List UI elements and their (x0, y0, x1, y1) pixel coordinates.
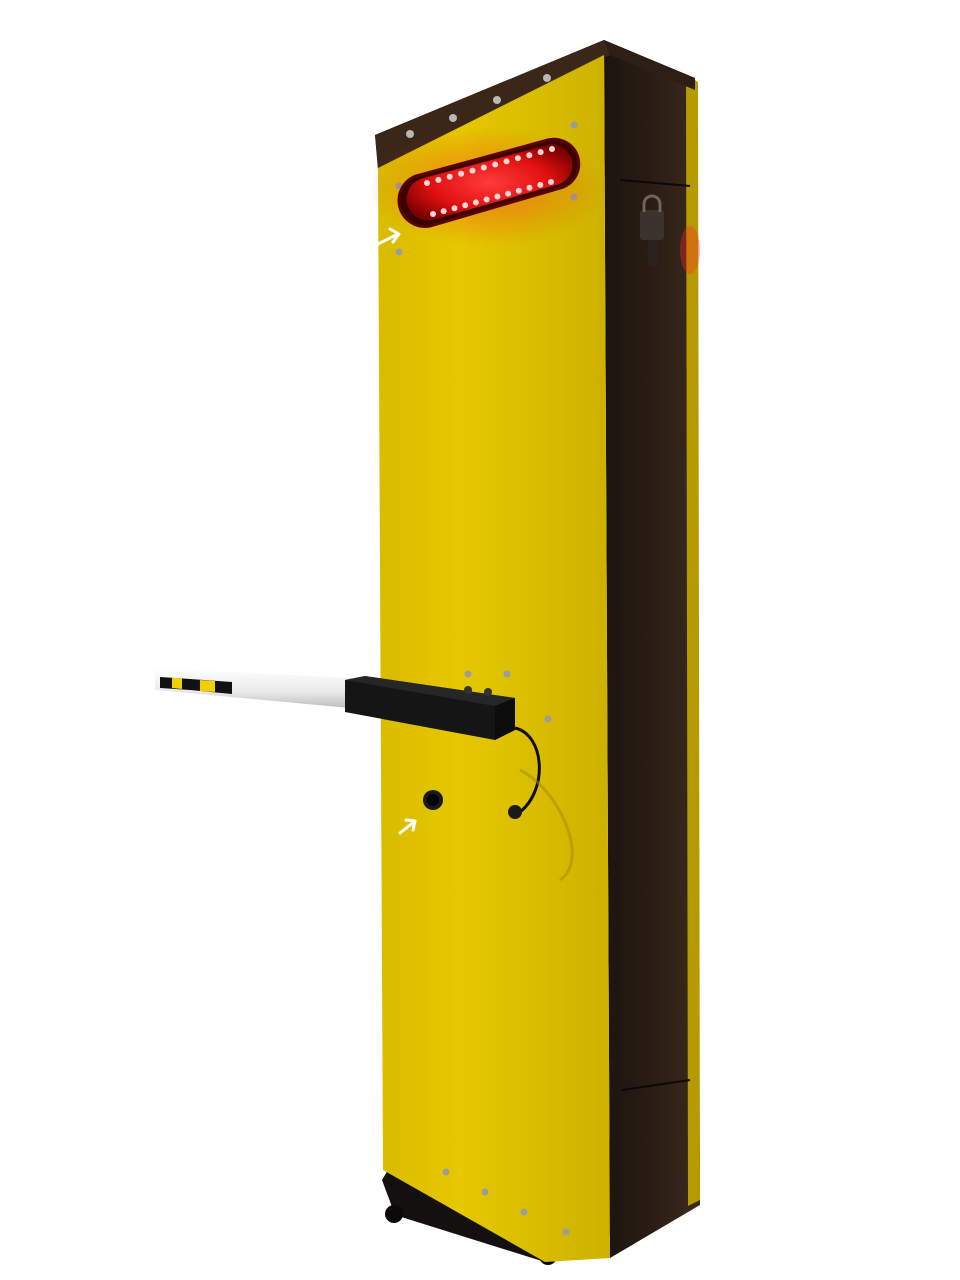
led-dot (472, 199, 479, 206)
padlock-icon (640, 194, 664, 266)
arrow-pointer-icon (376, 227, 401, 246)
cap-bolts (406, 74, 551, 138)
led-dot (537, 149, 544, 156)
caster-wheel-left (385, 1205, 403, 1223)
cabinet-rear-edge (686, 74, 700, 1206)
motor-housing (345, 676, 515, 740)
cabinet-side-panel (604, 40, 700, 1258)
led-dot (462, 202, 469, 209)
led-dot (505, 190, 512, 197)
side-door-seam (621, 1079, 691, 1091)
led-dot (549, 146, 555, 152)
led-dot (537, 181, 544, 188)
led-dot (492, 161, 499, 168)
boom-arm (155, 668, 350, 708)
led-dot (440, 208, 447, 215)
led-dot (480, 164, 487, 171)
led-signal-display (367, 127, 607, 247)
led-dot (446, 173, 453, 180)
led-dot (503, 158, 510, 165)
led-dot (458, 170, 465, 177)
led-dots (424, 146, 555, 217)
led-dot (469, 167, 476, 174)
led-dot (548, 179, 554, 185)
motor-cable (514, 726, 541, 814)
led-dot (424, 180, 430, 186)
led-dot (514, 155, 521, 162)
led-dot (451, 205, 458, 212)
led-dot (483, 196, 490, 203)
led-dot (494, 193, 501, 200)
led-dot (435, 176, 442, 183)
led-dot (526, 184, 533, 191)
cabinet-front-face (378, 55, 610, 1262)
led-dot (515, 187, 522, 194)
led-dot (526, 152, 533, 159)
arrow-pointer-icon (398, 818, 417, 835)
led-dot (430, 211, 436, 217)
